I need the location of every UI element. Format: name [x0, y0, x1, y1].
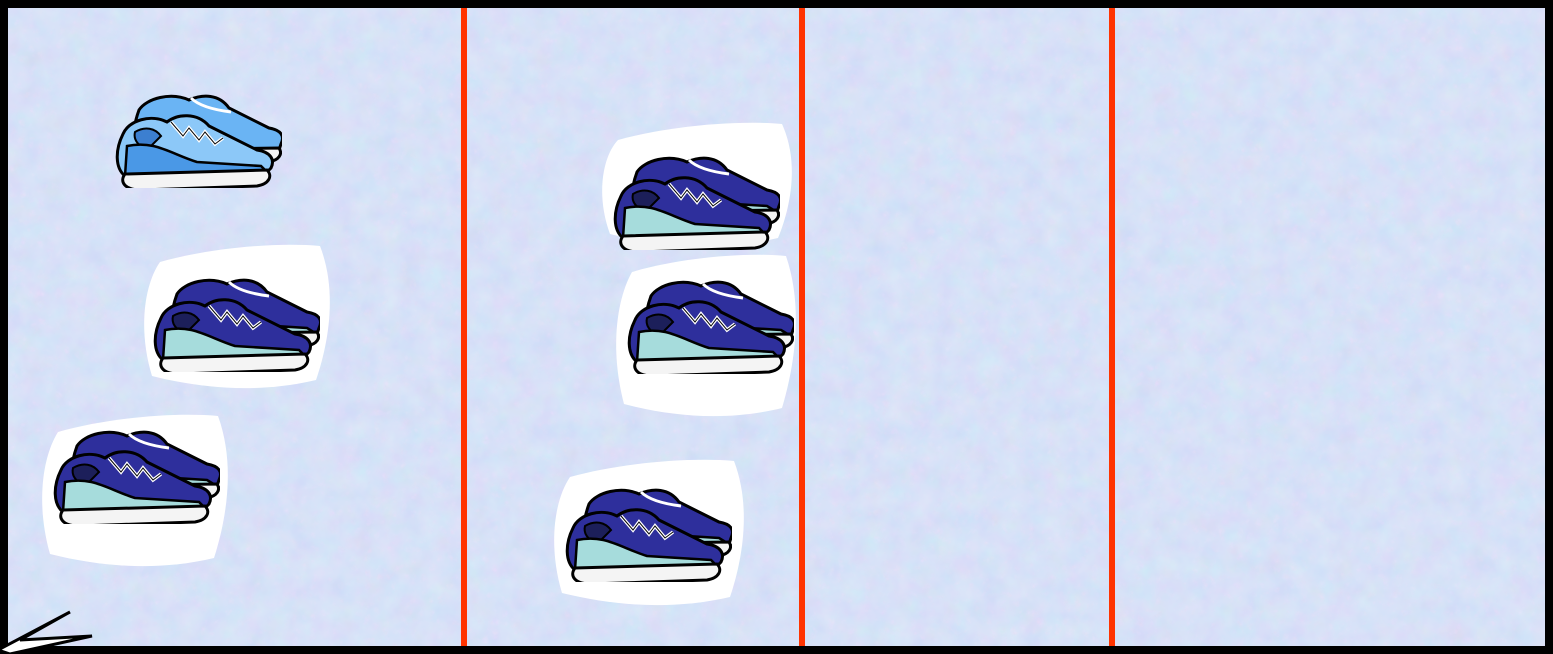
lane-divider-2 — [799, 8, 805, 650]
lane-divider-3 — [1109, 8, 1115, 650]
lane-divider-1 — [461, 8, 467, 650]
